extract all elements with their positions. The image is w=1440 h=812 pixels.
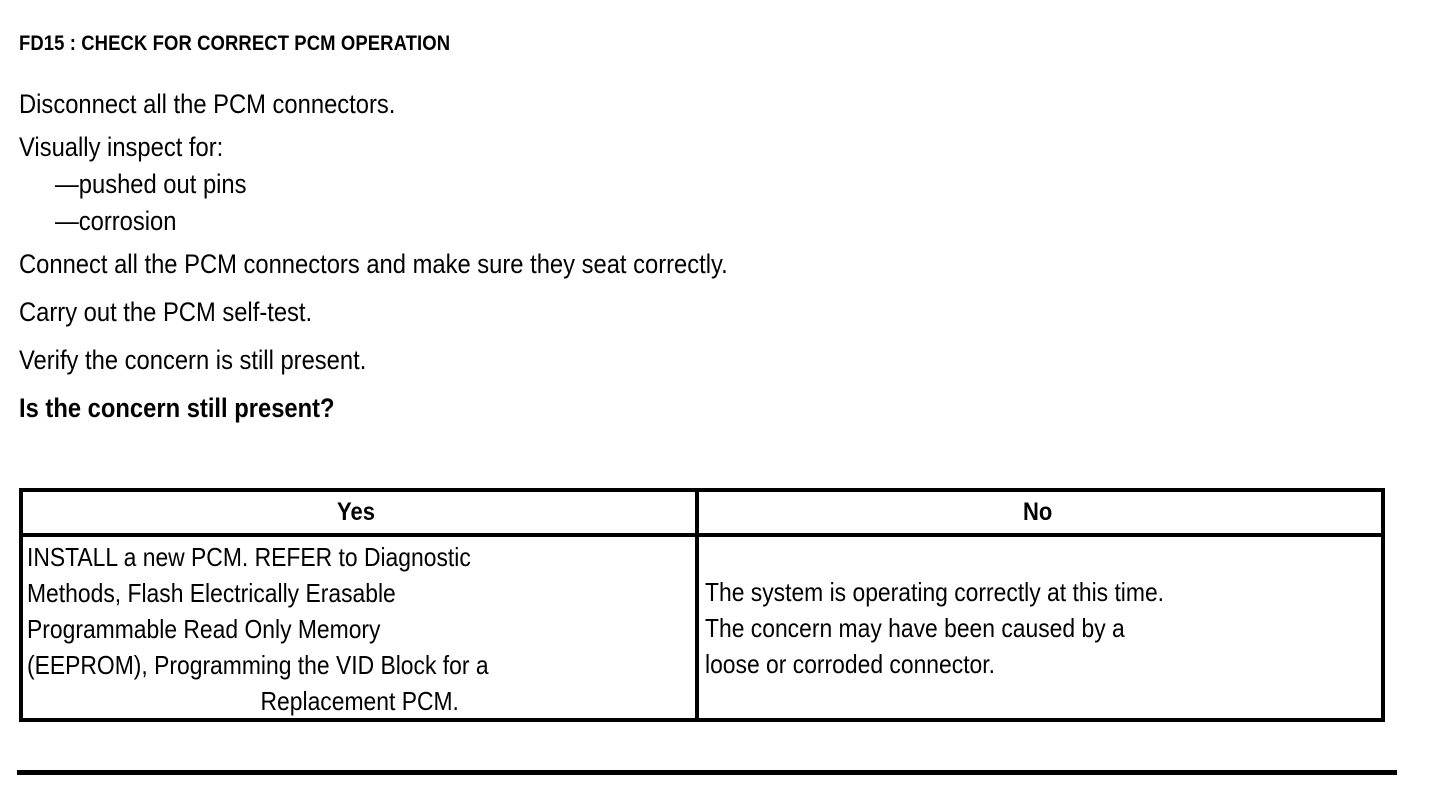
yes-cell-line-text: Replacement PCM. xyxy=(260,686,460,716)
no-cell-line-text: loose or corroded connector. xyxy=(705,648,996,679)
step-line: Disconnect all the PCM connectors. xyxy=(19,80,1399,128)
step-line: Connect all the PCM connectors and make … xyxy=(19,240,1399,288)
step-text: —corrosion xyxy=(55,206,177,236)
step-line: Verify the concern is still present. xyxy=(19,336,1399,384)
yes-header-inner: Yes xyxy=(23,492,695,533)
yes-cell-line-text: (EEPROM), Programming the VID Block for … xyxy=(27,650,489,680)
step-text: Visually inspect for: xyxy=(19,132,224,162)
decision-table: Yes No INSTALL a new PCM. REFER to Diagn… xyxy=(19,488,1385,722)
step-text: Connect all the PCM connectors and make … xyxy=(19,249,728,279)
yes-cell-line: Replacement PCM. xyxy=(27,683,693,719)
step-text: —pushed out pins xyxy=(55,169,247,199)
footer-divider xyxy=(17,770,1397,775)
step-text: Disconnect all the PCM connectors. xyxy=(19,89,396,119)
page-title-text: FD15 : CHECK FOR CORRECT PCM OPERATION xyxy=(19,32,451,55)
yes-cell-content: INSTALL a new PCM. REFER to Diagnostic M… xyxy=(23,537,695,718)
step-sub-item: —pushed out pins xyxy=(19,166,1399,203)
no-cell-line: loose or corroded connector. xyxy=(705,646,1379,682)
step-text: Verify the concern is still present. xyxy=(19,345,367,375)
yes-cell-line: Programmable Read Only Memory xyxy=(27,611,693,647)
step-line: Carry out the PCM self-test. xyxy=(19,288,1399,336)
question-line: Is the concern still present? xyxy=(19,384,1399,432)
page-title: FD15 : CHECK FOR CORRECT PCM OPERATION xyxy=(19,32,509,56)
yes-cell-line: (EEPROM), Programming the VID Block for … xyxy=(27,647,693,683)
step-text: Carry out the PCM self-test. xyxy=(19,297,313,327)
yes-cell-line-text: Methods, Flash Electrically Erasable xyxy=(27,578,396,608)
step-line: Visually inspect for: xyxy=(19,128,1399,166)
step-sub-item: —corrosion xyxy=(19,203,1399,240)
no-cell-line-text: The concern may have been caused by a xyxy=(705,612,1125,643)
no-cell-line: The system is operating correctly at thi… xyxy=(705,574,1379,610)
yes-cell-line-text: Programmable Read Only Memory xyxy=(27,614,381,644)
no-header-label: No xyxy=(1023,498,1053,526)
table-cell-yes: INSTALL a new PCM. REFER to Diagnostic M… xyxy=(23,537,699,718)
procedure-steps: Disconnect all the PCM connectors. Visua… xyxy=(19,80,1399,432)
table-header-row: Yes No xyxy=(23,492,1381,537)
no-cell-content: The system is operating correctly at thi… xyxy=(699,537,1381,718)
no-cell-line-text: The system is operating correctly at thi… xyxy=(705,576,1165,607)
no-cell-line: The concern may have been caused by a xyxy=(705,610,1379,646)
table-cell-no: The system is operating correctly at thi… xyxy=(699,537,1381,718)
yes-cell-line-text: INSTALL a new PCM. REFER to Diagnostic xyxy=(27,542,471,572)
yes-cell-line: Methods, Flash Electrically Erasable xyxy=(27,575,693,611)
table-body-row: INSTALL a new PCM. REFER to Diagnostic M… xyxy=(23,537,1381,718)
question-text: Is the concern still present? xyxy=(19,393,335,423)
table-header-cell-yes: Yes xyxy=(23,492,699,533)
no-header-inner: No xyxy=(699,492,1381,533)
yes-cell-line: INSTALL a new PCM. REFER to Diagnostic xyxy=(27,539,693,575)
yes-header-label: Yes xyxy=(337,498,376,526)
table-header-cell-no: No xyxy=(699,492,1381,533)
